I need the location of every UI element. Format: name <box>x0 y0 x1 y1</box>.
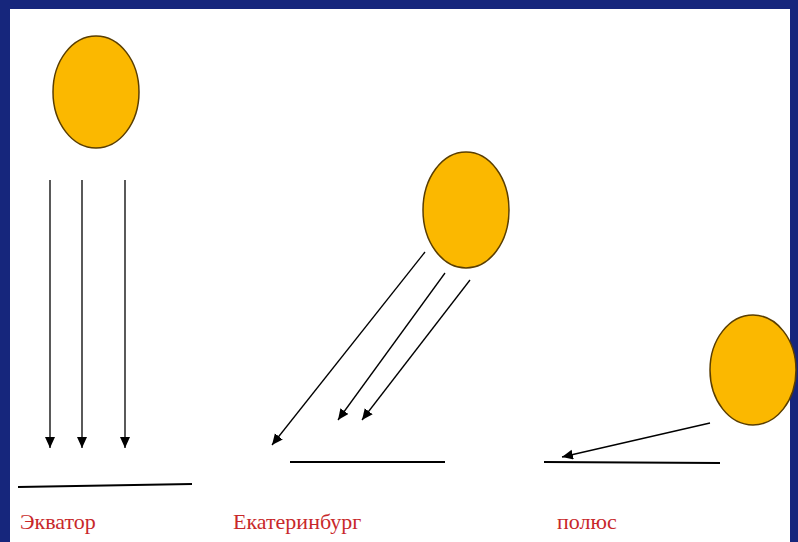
sun-ray <box>272 252 425 445</box>
ground-line <box>18 484 192 487</box>
sun-ray <box>124 180 125 448</box>
place-label: Екатеринбург <box>233 510 361 534</box>
sun <box>710 315 796 425</box>
sun-ray <box>49 180 50 448</box>
sun <box>423 152 509 268</box>
sun <box>53 36 139 148</box>
place-label: Экватор <box>20 510 96 534</box>
ground-line <box>290 461 445 463</box>
ground-line <box>544 462 720 463</box>
sun-ray <box>81 180 82 448</box>
sun-ray <box>362 280 470 420</box>
sun-ray <box>338 273 445 420</box>
sun-ray <box>562 423 710 457</box>
place-label: полюс <box>557 510 617 534</box>
